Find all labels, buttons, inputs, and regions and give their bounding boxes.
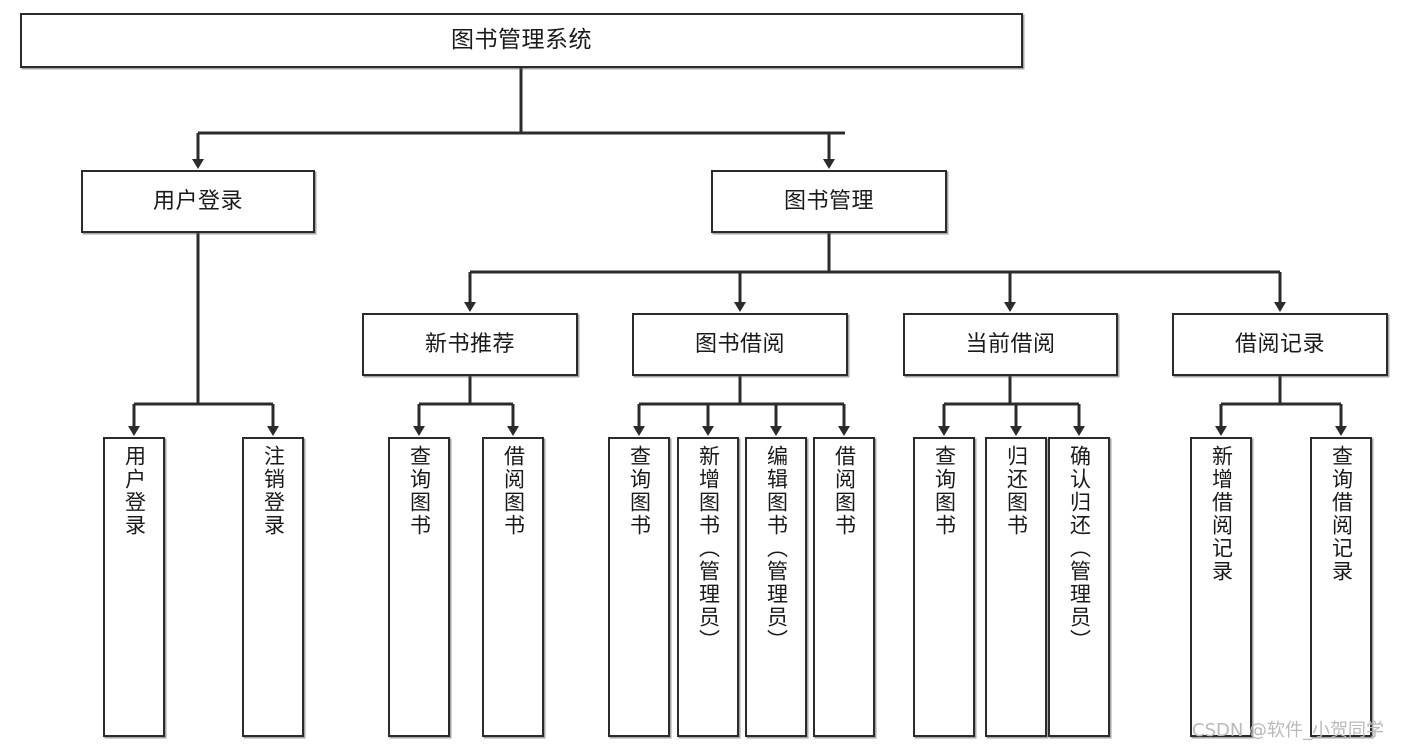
node-leaf-13-label: 查询借阅记录 [1329, 445, 1354, 583]
node-leaf-13[interactable]: 查询借阅记录 [1310, 437, 1372, 737]
node-leaf-10-label: 归还图书 [1004, 445, 1029, 537]
node-level3-current-borrow[interactable]: 当前借阅 [903, 313, 1118, 376]
node-leaf-8-label: 借阅图书 [832, 445, 857, 537]
node-leaf-2[interactable]: 注销登录 [242, 437, 304, 737]
node-leaf-6[interactable]: 新增图书（管理员） [677, 437, 739, 737]
node-root-label: 图书管理系统 [451, 26, 592, 53]
node-level2-user-login[interactable]: 用户登录 [81, 170, 315, 233]
node-leaf-3[interactable]: 查询图书 [388, 437, 450, 737]
node-leaf-12-label: 新增借阅记录 [1209, 445, 1234, 583]
node-leaf-4-label: 借阅图书 [501, 445, 526, 537]
node-leaf-10[interactable]: 归还图书 [985, 437, 1047, 737]
node-leaf-5-label: 查询图书 [627, 445, 652, 537]
node-level2-book-management-label: 图书管理 [783, 188, 874, 214]
csdn-watermark: CSDN @软件_小贺同学 [1192, 720, 1385, 741]
node-leaf-9-label: 查询图书 [932, 445, 957, 537]
node-level3-borrow-record-label: 借阅记录 [1234, 331, 1325, 357]
node-leaf-2-label: 注销登录 [261, 445, 286, 537]
node-level2-user-login-label: 用户登录 [152, 188, 243, 214]
node-leaf-7-label: 编辑图书（管理员） [764, 445, 789, 652]
node-level3-book-borrow-label: 图书借阅 [694, 331, 785, 357]
node-leaf-11-label: 确认归还（管理员） [1067, 445, 1092, 652]
node-leaf-9[interactable]: 查询图书 [913, 437, 975, 737]
node-root[interactable]: 图书管理系统 [20, 13, 1023, 68]
node-leaf-11[interactable]: 确认归还（管理员） [1048, 437, 1110, 737]
node-level3-borrow-record[interactable]: 借阅记录 [1172, 313, 1388, 376]
node-level2-book-management[interactable]: 图书管理 [711, 170, 947, 233]
node-level3-new-book-recommend[interactable]: 新书推荐 [362, 313, 578, 376]
node-leaf-8[interactable]: 借阅图书 [813, 437, 875, 737]
node-level3-new-book-recommend-label: 新书推荐 [424, 331, 515, 357]
node-leaf-4[interactable]: 借阅图书 [482, 437, 544, 737]
node-leaf-1-label: 用户登录 [122, 445, 147, 537]
node-leaf-12[interactable]: 新增借阅记录 [1190, 437, 1252, 737]
node-leaf-7[interactable]: 编辑图书（管理员） [745, 437, 807, 737]
node-leaf-5[interactable]: 查询图书 [608, 437, 670, 737]
node-leaf-1[interactable]: 用户登录 [103, 437, 165, 737]
node-level3-book-borrow[interactable]: 图书借阅 [632, 313, 848, 376]
node-level3-current-borrow-label: 当前借阅 [965, 331, 1056, 357]
node-leaf-6-label: 新增图书（管理员） [696, 445, 721, 652]
node-leaf-3-label: 查询图书 [407, 445, 432, 537]
